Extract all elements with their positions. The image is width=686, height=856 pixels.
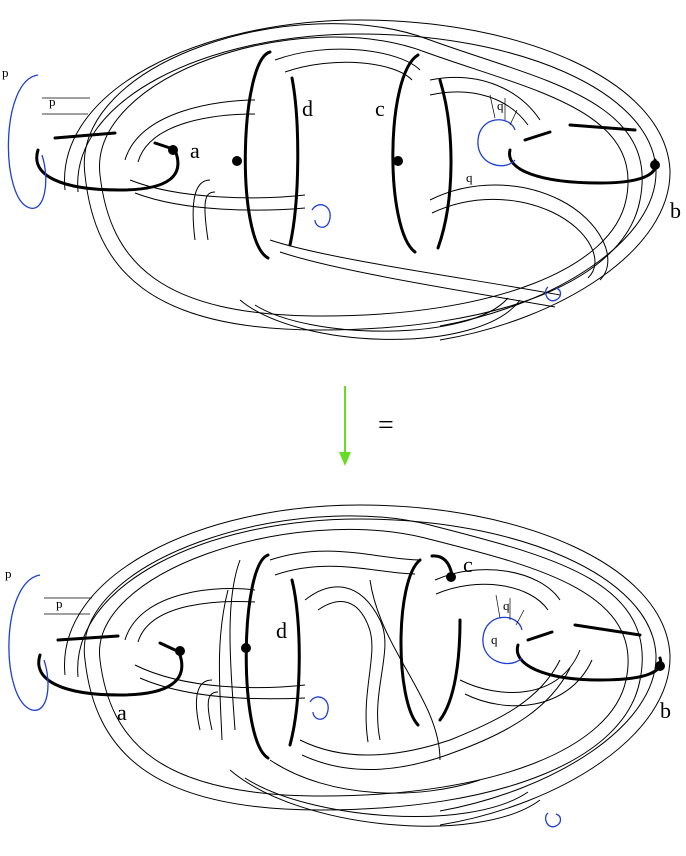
bottom-label-c: c — [463, 552, 473, 577]
bottom-component-b — [515, 623, 665, 682]
bottom-blue-curves — [8, 574, 562, 828]
top-dot-d — [232, 156, 242, 166]
top-blue-hook-1 — [311, 204, 331, 228]
top-blue-p-circle — [7, 74, 47, 209]
top-dot-a — [168, 145, 178, 155]
bottom-label-b: b — [660, 698, 671, 723]
bottom-label-d: d — [276, 618, 287, 643]
top-blue-hook-2 — [544, 286, 562, 302]
bottom-thin-lines — [44, 594, 525, 626]
top-component-a — [35, 131, 180, 192]
top-label-q1: q — [497, 98, 504, 113]
bottom-diagram: a d c b p p q q — [5, 504, 671, 828]
arrow-head — [339, 452, 351, 466]
bottom-label-a: a — [117, 700, 127, 725]
equals-sign: = — [378, 410, 394, 441]
bottom-label-q2: q — [491, 632, 498, 647]
bottom-component-a — [37, 634, 185, 697]
bottom-dot-a — [175, 646, 185, 656]
top-dot-c — [393, 156, 403, 166]
top-outer-bands — [64, 19, 671, 341]
bottom-blue-q-circle — [482, 616, 523, 665]
top-blue-q-circle — [477, 119, 516, 167]
top-label-a: a — [190, 138, 200, 163]
top-label-c: c — [375, 96, 385, 121]
top-diagram: a d c b p p q q — [2, 19, 681, 341]
top-label-q2: q — [466, 170, 473, 185]
top-component-d — [232, 50, 300, 260]
bottom-component-d — [241, 553, 301, 760]
top-component-c — [391, 53, 453, 254]
bottom-dot-b — [655, 661, 665, 671]
top-thin-lines — [42, 94, 518, 126]
bottom-component-c — [399, 554, 462, 727]
bottom-label-p1: p — [5, 566, 12, 581]
bottom-dot-d — [241, 643, 251, 653]
bottom-label-p2: p — [56, 596, 63, 611]
bottom-outer-bands — [64, 504, 671, 827]
top-blue-curves — [7, 74, 562, 302]
top-component-b — [508, 123, 660, 185]
top-label-d: d — [302, 96, 313, 121]
bottom-blue-hook-2 — [544, 812, 562, 828]
equivalence-arrow — [339, 386, 351, 466]
top-dot-b — [650, 160, 660, 170]
bottom-label-q1: q — [503, 598, 510, 613]
bottom-blue-p-circle — [8, 574, 49, 711]
bottom-blue-hook-1 — [309, 696, 329, 720]
top-label-b: b — [670, 198, 681, 223]
top-label-p1: p — [2, 65, 9, 80]
bottom-dot-c — [446, 572, 456, 582]
top-label-p2: p — [49, 94, 56, 109]
